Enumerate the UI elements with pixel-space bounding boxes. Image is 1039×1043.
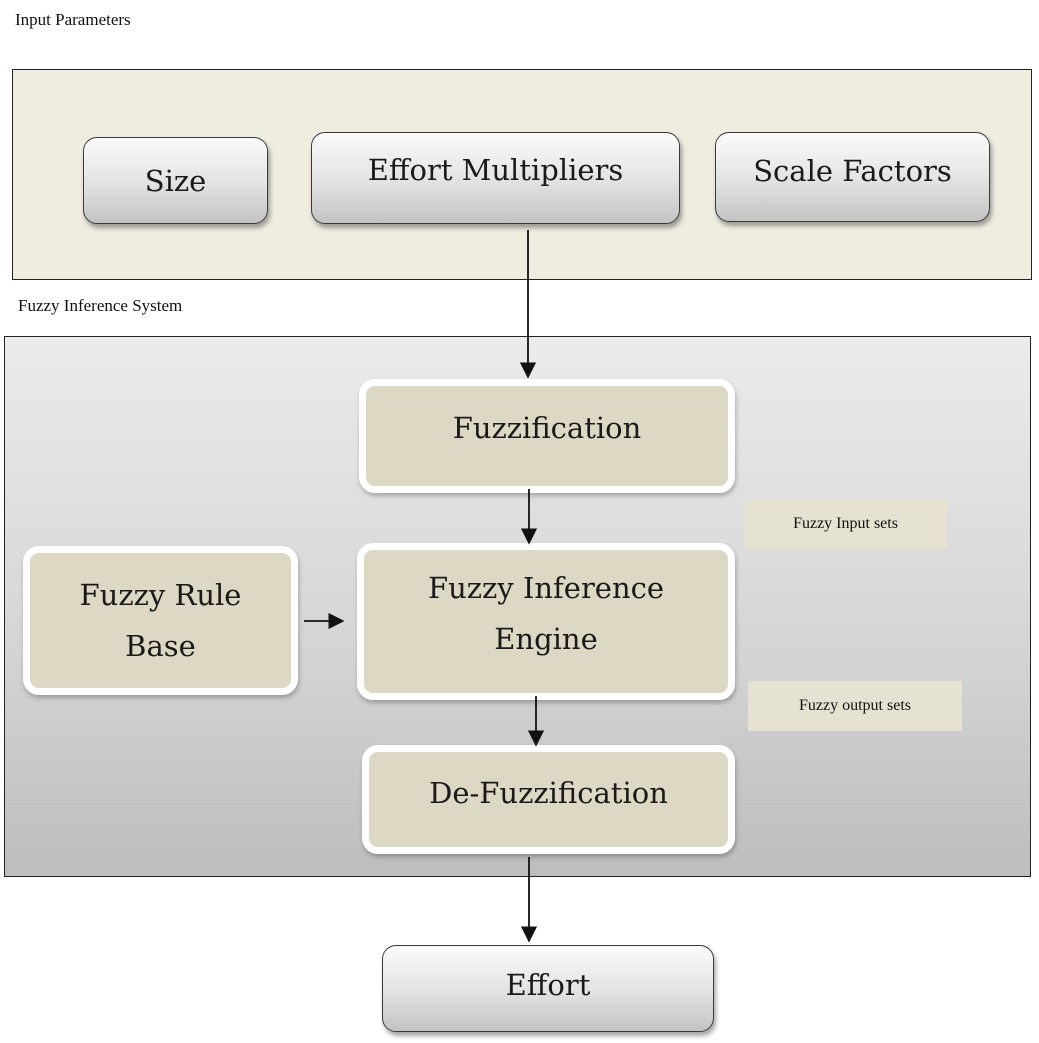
size-label: Size: [144, 163, 207, 198]
fuzzy-inference-engine-label-line1: Fuzzy Inference: [427, 570, 665, 605]
input-parameters-label: Input Parameters: [15, 10, 131, 29]
effort-label: Effort: [505, 967, 591, 1002]
fuzzification-node: Fuzzification: [359, 379, 735, 493]
scale-factors-node: Scale Factors: [715, 132, 990, 222]
de-fuzzification-node: De-Fuzzification: [362, 745, 735, 854]
fuzzy-rule-base-node: Fuzzy Rule Base: [23, 546, 298, 695]
effort-multipliers-label: Effort Multipliers: [367, 153, 624, 187]
fuzzy-inference-engine-node: Fuzzy Inference Engine: [357, 543, 735, 700]
effort-node: Effort: [382, 945, 714, 1032]
de-fuzzification-label: De-Fuzzification: [429, 776, 668, 811]
fuzzy-rule-base-label-line2: Base: [125, 628, 196, 663]
fuzzy-output-sets-label: Fuzzy output sets: [799, 697, 911, 714]
effort-multipliers-node: Effort Multipliers: [311, 132, 680, 224]
fuzzy-input-sets-label: Fuzzy Input sets: [793, 515, 898, 532]
fuzzy-inference-system-label: Fuzzy Inference System: [18, 296, 183, 315]
fuzzy-output-sets-tag: Fuzzy output sets: [748, 681, 962, 731]
fuzzification-label: Fuzzification: [452, 410, 642, 445]
fuzzy-inference-engine-label-line2: Engine: [494, 621, 598, 656]
size-node: Size: [83, 137, 268, 224]
fuzzy-rule-base-label-line1: Fuzzy Rule: [79, 577, 242, 612]
scale-factors-label: Scale Factors: [753, 154, 952, 188]
fuzzy-input-sets-tag: Fuzzy Input sets: [744, 499, 947, 549]
